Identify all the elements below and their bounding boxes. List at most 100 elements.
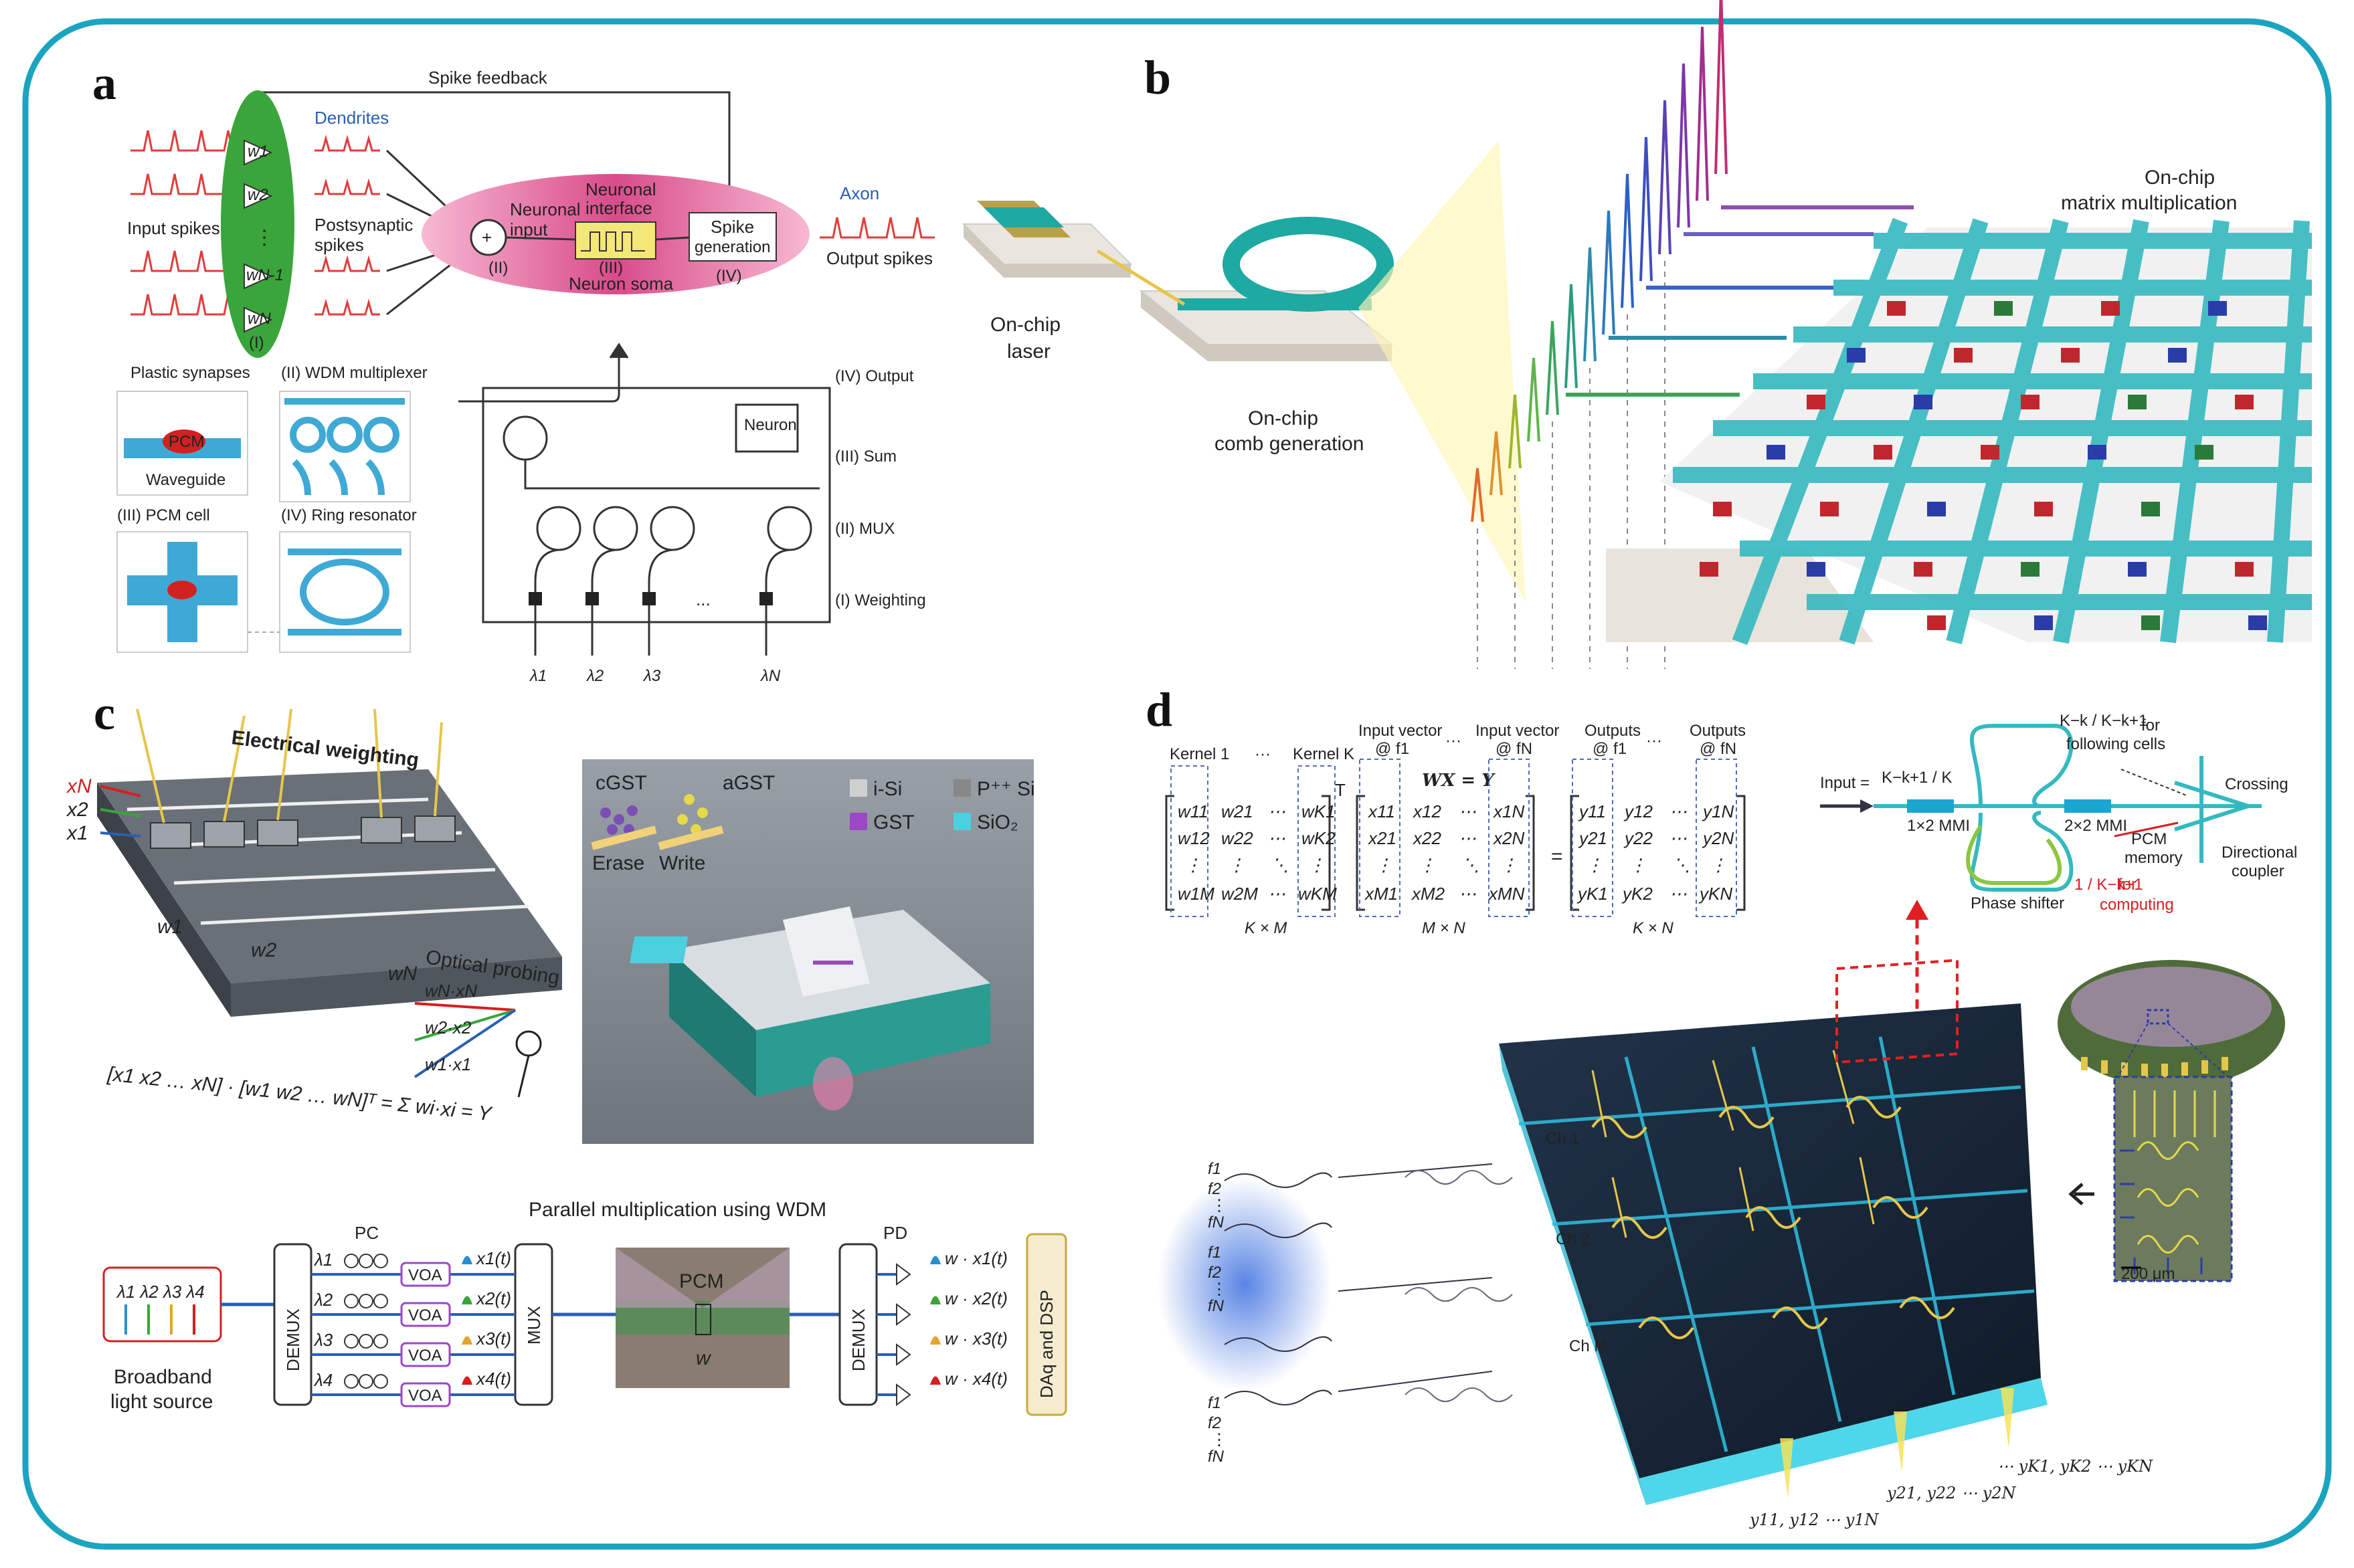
svg-text:y1N: y1N (1702, 801, 1734, 821)
dim-kn: K × N (1633, 919, 1673, 937)
out-y1: y11, y12 ⋯ y1N (1749, 1510, 1880, 1529)
x3t-text: x3(t) (475, 1329, 511, 1349)
mmi1-text: 1×2 MMI (1907, 817, 1970, 835)
legend-psi: P⁺⁺ Si (977, 778, 1035, 800)
comb-spectrum (1471, 0, 1728, 522)
svg-text:⋱: ⋱ (1271, 855, 1289, 875)
svg-text:wK2: wK2 (1301, 828, 1336, 848)
lambda3-c: λ3 (313, 1330, 333, 1350)
sum-label: (III) Sum (835, 448, 897, 466)
output-label: (IV) Output (835, 367, 914, 385)
frac-comp-text: 1 / K−k+1 (2074, 876, 2143, 894)
at-fn-out: @ fN (1700, 740, 1736, 758)
freq-f2-a: f2 (1208, 1180, 1221, 1198)
w2x2-text: w2·x2 (425, 1017, 472, 1038)
roman-iii: (III) (599, 259, 623, 277)
photonic-chip (1499, 1003, 2041, 1478)
for-comp-text: for (2118, 876, 2137, 894)
input-vec-1: Input vector (1358, 722, 1442, 740)
panel-d-label: d (1146, 683, 1172, 737)
axon-text: Axon (840, 183, 879, 203)
daq-text: DAq and DSP (1036, 1290, 1057, 1398)
svg-text:···: ··· (1646, 732, 1662, 750)
svg-text:⋱: ⋱ (1673, 855, 1690, 875)
svg-text:xM1: xM1 (1364, 884, 1398, 904)
inset-arrow (2068, 1183, 2094, 1205)
pc-text: PC (355, 1223, 379, 1243)
w1x1-text: w1·x1 (425, 1054, 471, 1074)
svg-text:y2N: y2N (1702, 828, 1734, 848)
scale-bar-text: 200 μm (2121, 1265, 2175, 1283)
comb-text: On-chip (1248, 407, 1318, 429)
neuronal-interface-text2: interface (585, 198, 652, 218)
spike-gen-text: Spike (711, 217, 754, 237)
demux-box (273, 1243, 312, 1406)
svg-text:⋮: ⋮ (1500, 855, 1518, 875)
input-spikes-text: Input spikes (127, 218, 220, 238)
synapse-ellipse (221, 90, 294, 358)
wdm-mux-text: (II) WDM multiplexer (281, 364, 428, 382)
input-x2: x2 (66, 799, 88, 821)
svg-text:+: + (482, 227, 492, 248)
freq-f1-c: f1 (1208, 1394, 1221, 1412)
kernel1-text: Kernel 1 (1170, 745, 1229, 763)
crossing-text: Crossing (2225, 775, 2288, 793)
mmi2-text: 2×2 MMI (2064, 817, 2127, 835)
matrix-grid (1606, 217, 2312, 646)
svg-text:wK1: wK1 (1301, 801, 1336, 821)
neuron-box-text: Neuron (744, 416, 797, 434)
frac-in-text: K−k+1 / K (1882, 769, 1952, 787)
demux-text: DEMUX (283, 1308, 303, 1371)
coupler-text: coupler (2232, 862, 2284, 880)
light-source-text: light source (110, 1391, 213, 1413)
memory-text: memory (2124, 849, 2183, 867)
outputs-1: Outputs (1585, 722, 1641, 740)
frac-follow-text: K−k / K−k+1 (2060, 712, 2147, 730)
laser-text: On-chip (990, 314, 1061, 336)
weight-wn-c: wN (388, 963, 418, 985)
legend-sio2: SiO₂ (977, 811, 1018, 834)
pcm-micro-text: PCM (679, 1270, 724, 1292)
svg-text:x12: x12 (1412, 801, 1441, 821)
weight-w2: w2 (248, 186, 268, 204)
svg-text:w1M: w1M (1178, 884, 1214, 904)
mmi1-block (1907, 799, 1954, 813)
wx2-text: w · x2(t) (945, 1288, 1008, 1308)
computing-text: computing (2100, 896, 2174, 914)
svg-text:w2M: w2M (1221, 884, 1258, 904)
panel-d: d Kernel 1 ··· Kernel K Input vector @ f… (1146, 683, 2297, 1529)
svg-text:w12: w12 (1178, 828, 1210, 848)
svg-text:x21: x21 (1367, 828, 1396, 848)
svg-text:⋮: ⋮ (1228, 855, 1245, 875)
at-fn-in: @ fN (1496, 740, 1532, 758)
roman-i: (I) (249, 334, 264, 352)
wxy-text: WX = Y (1422, 771, 1496, 791)
mmi2-block (2064, 799, 2111, 813)
freq-dots-c: ⋮ (1211, 1431, 1227, 1449)
lambda-2: λ2 (585, 667, 604, 685)
mux-text: MUX (524, 1306, 544, 1345)
mux-box (514, 1243, 553, 1406)
pcm-memory-text: PCM (2131, 830, 2167, 848)
matrix-text2: matrix multiplication (2061, 192, 2237, 214)
panel-c-label: c (94, 686, 115, 740)
postsynaptic-spikes-text: spikes (314, 235, 364, 255)
svg-text:⋯: ⋯ (1669, 801, 1687, 821)
weight-w2-c: w2 (251, 939, 277, 961)
svg-text:x1N: x1N (1492, 801, 1524, 821)
weight-w1: w1 (248, 142, 268, 161)
freq-fn-a: fN (1208, 1213, 1225, 1232)
sum-node-c (515, 1030, 542, 1057)
svg-text:⋮: ⋮ (1629, 855, 1647, 875)
spike-gen-text2: generation (695, 238, 770, 256)
svg-text:w21: w21 (1221, 801, 1253, 821)
broadband-source-box (102, 1266, 222, 1343)
svg-text:yK2: yK2 (1621, 884, 1653, 904)
weighting-schematic (458, 342, 831, 656)
svg-text:⋯: ⋯ (1669, 828, 1687, 848)
svg-text:⋯: ⋯ (1459, 801, 1476, 821)
svg-text:···: ··· (1255, 745, 1271, 763)
electrical-text: Electrical weighting (230, 726, 420, 771)
panel-a: a Spike feedback Input spikes w1 w2 ⋮ wN… (92, 56, 935, 685)
